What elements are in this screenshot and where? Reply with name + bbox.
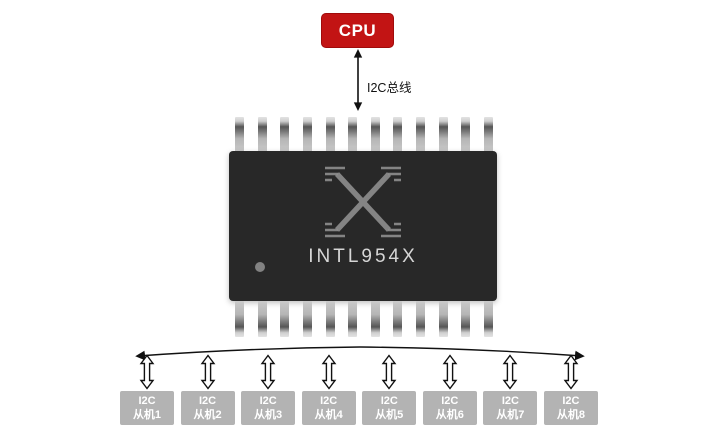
slave-label-line2: 从机2 [193,409,222,421]
slave-label-line2: 从机6 [435,409,464,421]
chip-pin [438,117,448,152]
slave-label-line2: 从机3 [254,409,283,421]
slave-label-line1: I2C [562,394,580,407]
slave-label-line1: I2C [259,394,277,407]
chip-pin [438,301,448,337]
cpu-block: CPU [321,13,394,48]
slave-arrow [139,354,155,390]
chip-pin [416,117,425,152]
chip-pin [325,301,335,337]
slave-label-line2: 从机4 [314,409,343,421]
chip-pin [348,117,358,152]
slave-arrow [563,354,579,390]
chip-pin [325,117,335,152]
chip-pin [302,301,312,337]
chip-logo-icon [325,166,401,238]
chip-pin [416,301,425,337]
chip-pin [393,301,403,337]
slave-label-line1: I2C [380,394,398,407]
chip-pin [235,301,244,337]
slave-arrow [502,354,518,390]
slave-label-line2: 从机5 [375,409,404,421]
chip-pins-top [235,117,493,152]
chip-pin [280,117,290,152]
cpu-label: CPU [338,20,377,40]
slave-label-line1: I2C [320,394,338,407]
chip-part-number: INTL954X [308,246,418,267]
chip-pin [483,117,493,152]
chip-pin [257,117,267,152]
chip-pin [280,301,290,337]
chip-pins-bottom [235,301,493,337]
slave-label-line1: I2C [138,394,156,407]
chip-pin [302,117,312,152]
slave-arrow [381,354,397,390]
chip-pin [257,301,267,337]
pin1-indicator-dot [255,262,265,272]
chip-pin [235,117,244,152]
chip-pin [370,301,380,337]
chip-pin [348,301,358,337]
bus-label: I2C总线 [367,81,412,95]
cpu-chip-arrow [353,49,363,111]
bus-span-line [135,346,585,361]
slave-label-line1: I2C [441,394,459,407]
chip-pin [461,117,471,152]
slave-arrow [260,354,276,390]
chip-pin [483,301,493,337]
chip-pin [461,301,471,337]
slave-label-line2: 从机7 [496,409,525,421]
slave-label-line2: 从机8 [556,409,585,421]
slave-label-line1: I2C [501,394,519,407]
chip-pin [370,117,380,152]
chip-pin [393,117,403,152]
slave-arrow [200,354,215,390]
slave-arrow [321,354,337,390]
slave-label-line1: I2C [199,394,217,407]
slave-label-line2: 从机1 [132,409,162,421]
slave-arrow [442,354,458,390]
chip-body: INTL954X [229,151,497,301]
